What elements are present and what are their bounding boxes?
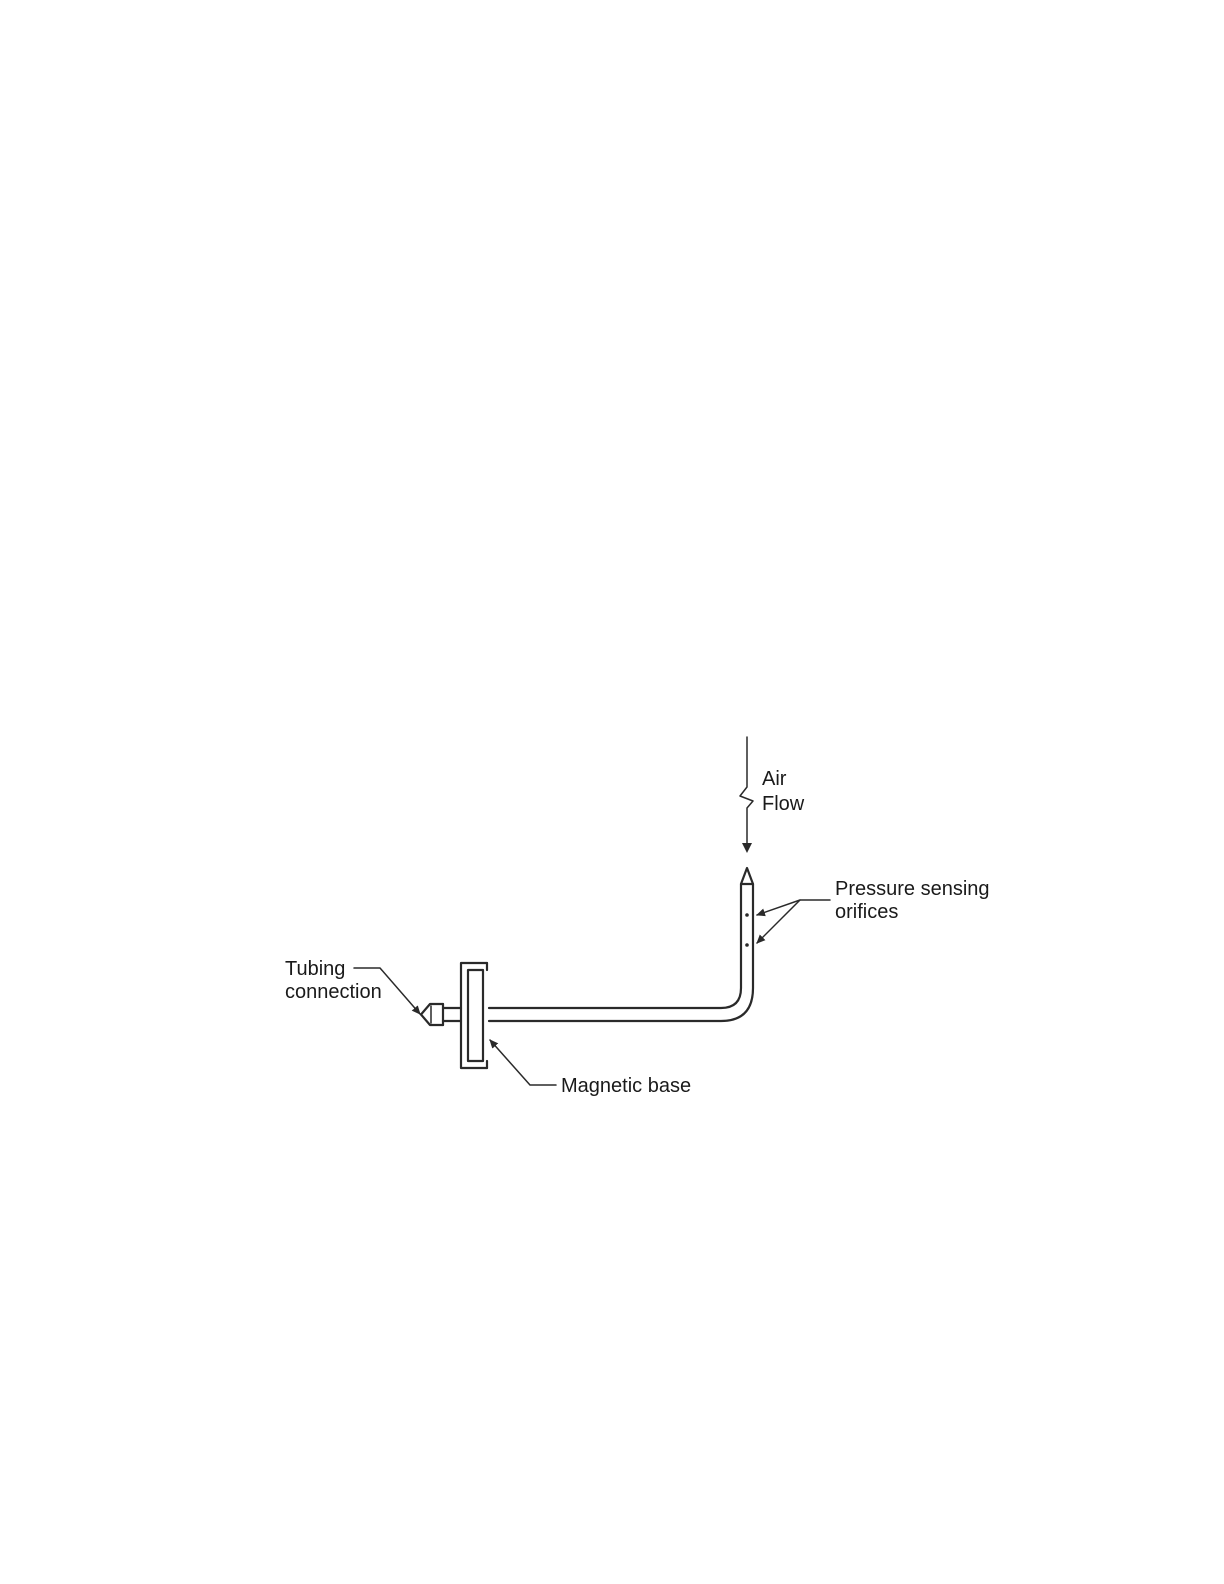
air-flow-label-line1: Air	[762, 768, 787, 790]
tubing-connection-icon	[421, 1004, 461, 1025]
airflow-arrow-icon	[740, 737, 753, 853]
orifice-dot	[745, 943, 749, 947]
magnetic-base-leader	[490, 1040, 556, 1085]
probe-icon	[489, 868, 753, 1021]
orifice-dot	[745, 913, 749, 917]
magnetic-base-icon	[461, 963, 487, 1068]
tubing-connection-label-line1: Tubing	[285, 958, 345, 980]
pressure-sensing-label-line1: Pressure sensing	[835, 878, 990, 900]
magnetic-base-label: Magnetic base	[561, 1075, 691, 1097]
tubing-connection-label-line2: connection	[285, 981, 382, 1003]
pressure-orifices-leader	[757, 900, 830, 943]
pressure-sensing-label-line2: orifices	[835, 901, 898, 923]
air-flow-label-line2: Flow	[762, 793, 805, 815]
